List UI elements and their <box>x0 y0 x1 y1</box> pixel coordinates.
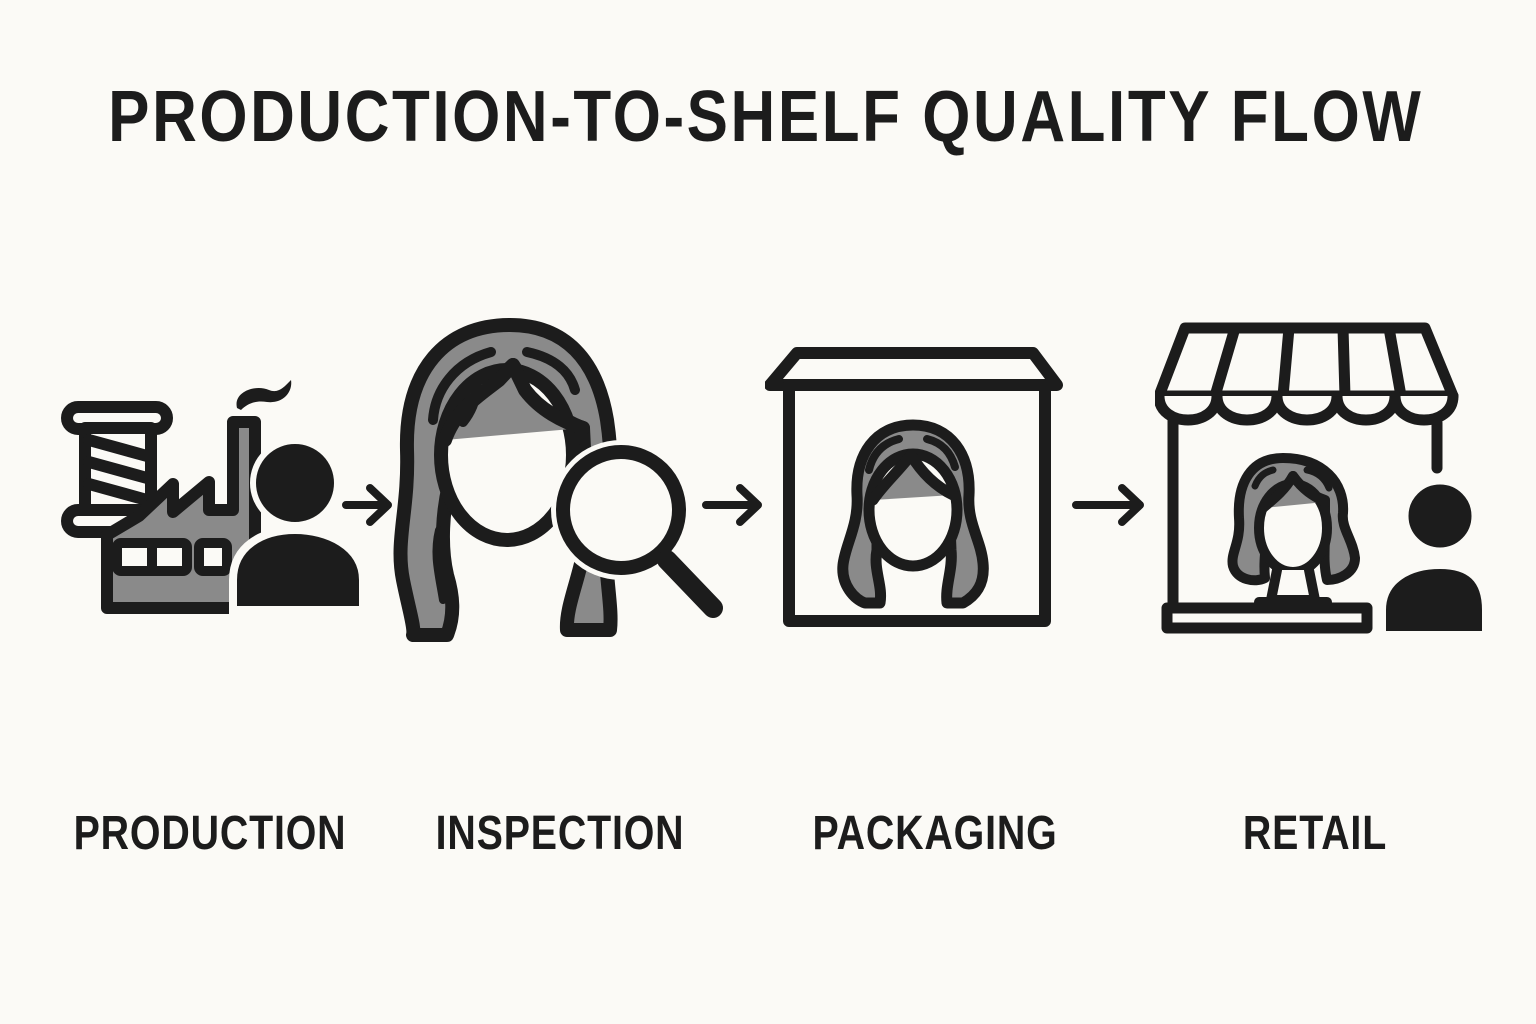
magnifying-glass-icon <box>551 440 723 618</box>
stage-label-production: PRODUCTION <box>73 807 347 860</box>
customer-person-icon <box>1380 479 1488 637</box>
arrow-right-icon <box>702 484 762 526</box>
arrow-right-icon <box>342 484 392 526</box>
arrow-right-icon <box>1072 484 1144 526</box>
wig-icon <box>837 419 989 609</box>
production-icon-group <box>61 380 367 614</box>
stage-label-inspection: INSPECTION <box>435 807 685 860</box>
worker-person-icon <box>229 438 367 614</box>
storefront-awning-icon <box>1155 322 1459 634</box>
retail-icon-group <box>1155 322 1488 637</box>
inspection-icon-group <box>393 318 723 642</box>
packaging-icon-group <box>765 347 1063 627</box>
stage-label-retail: RETAIL <box>1242 807 1388 860</box>
wig-on-mannequin-icon <box>1227 453 1360 607</box>
page-title: PRODUCTION-TO-SHELF QUALITY FLOW <box>108 77 1424 157</box>
stage-label-packaging: PACKAGING <box>812 807 1058 860</box>
smoke-icon <box>236 380 292 410</box>
wig-icon <box>393 318 618 642</box>
